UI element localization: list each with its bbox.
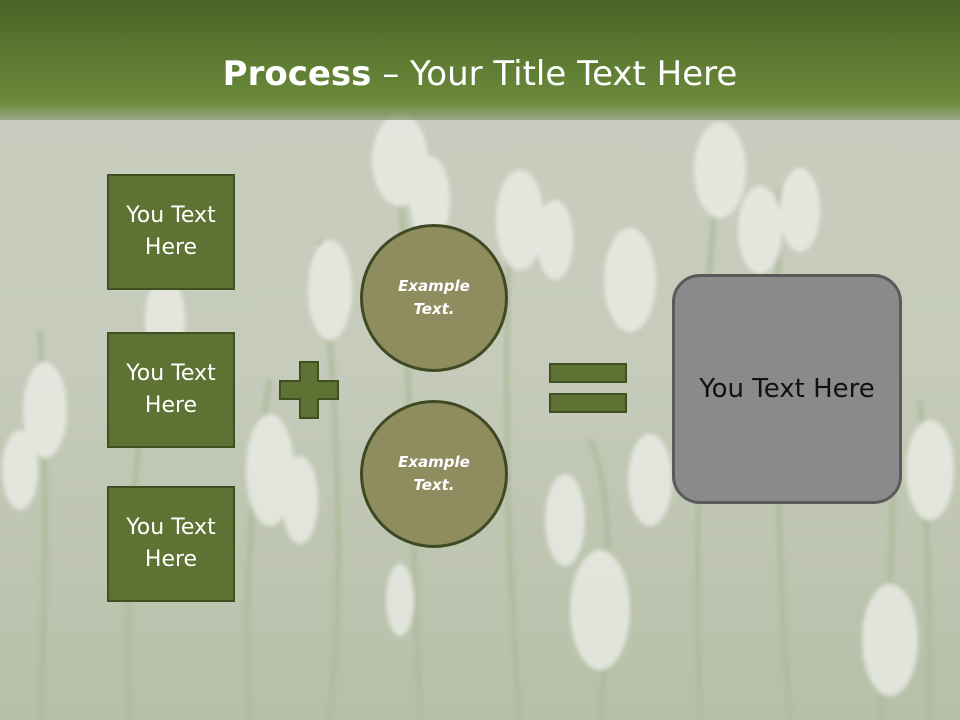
input-box-3[interactable]: You Text Here xyxy=(107,486,235,602)
slide-title[interactable]: Process – Your Title Text Here xyxy=(0,52,960,96)
title-bold: Process xyxy=(222,54,372,94)
title-separator: – xyxy=(371,54,411,94)
example-circle-2[interactable]: Example Text. xyxy=(360,400,508,548)
header-band xyxy=(0,0,960,120)
input-box-1[interactable]: You Text Here xyxy=(107,174,235,290)
plus-icon xyxy=(279,361,339,419)
title-rest: Your Title Text Here xyxy=(410,54,738,94)
equals-icon xyxy=(549,363,627,413)
input-box-2[interactable]: You Text Here xyxy=(107,332,235,448)
result-box[interactable]: You Text Here xyxy=(672,274,902,504)
example-circle-1[interactable]: Example Text. xyxy=(360,224,508,372)
